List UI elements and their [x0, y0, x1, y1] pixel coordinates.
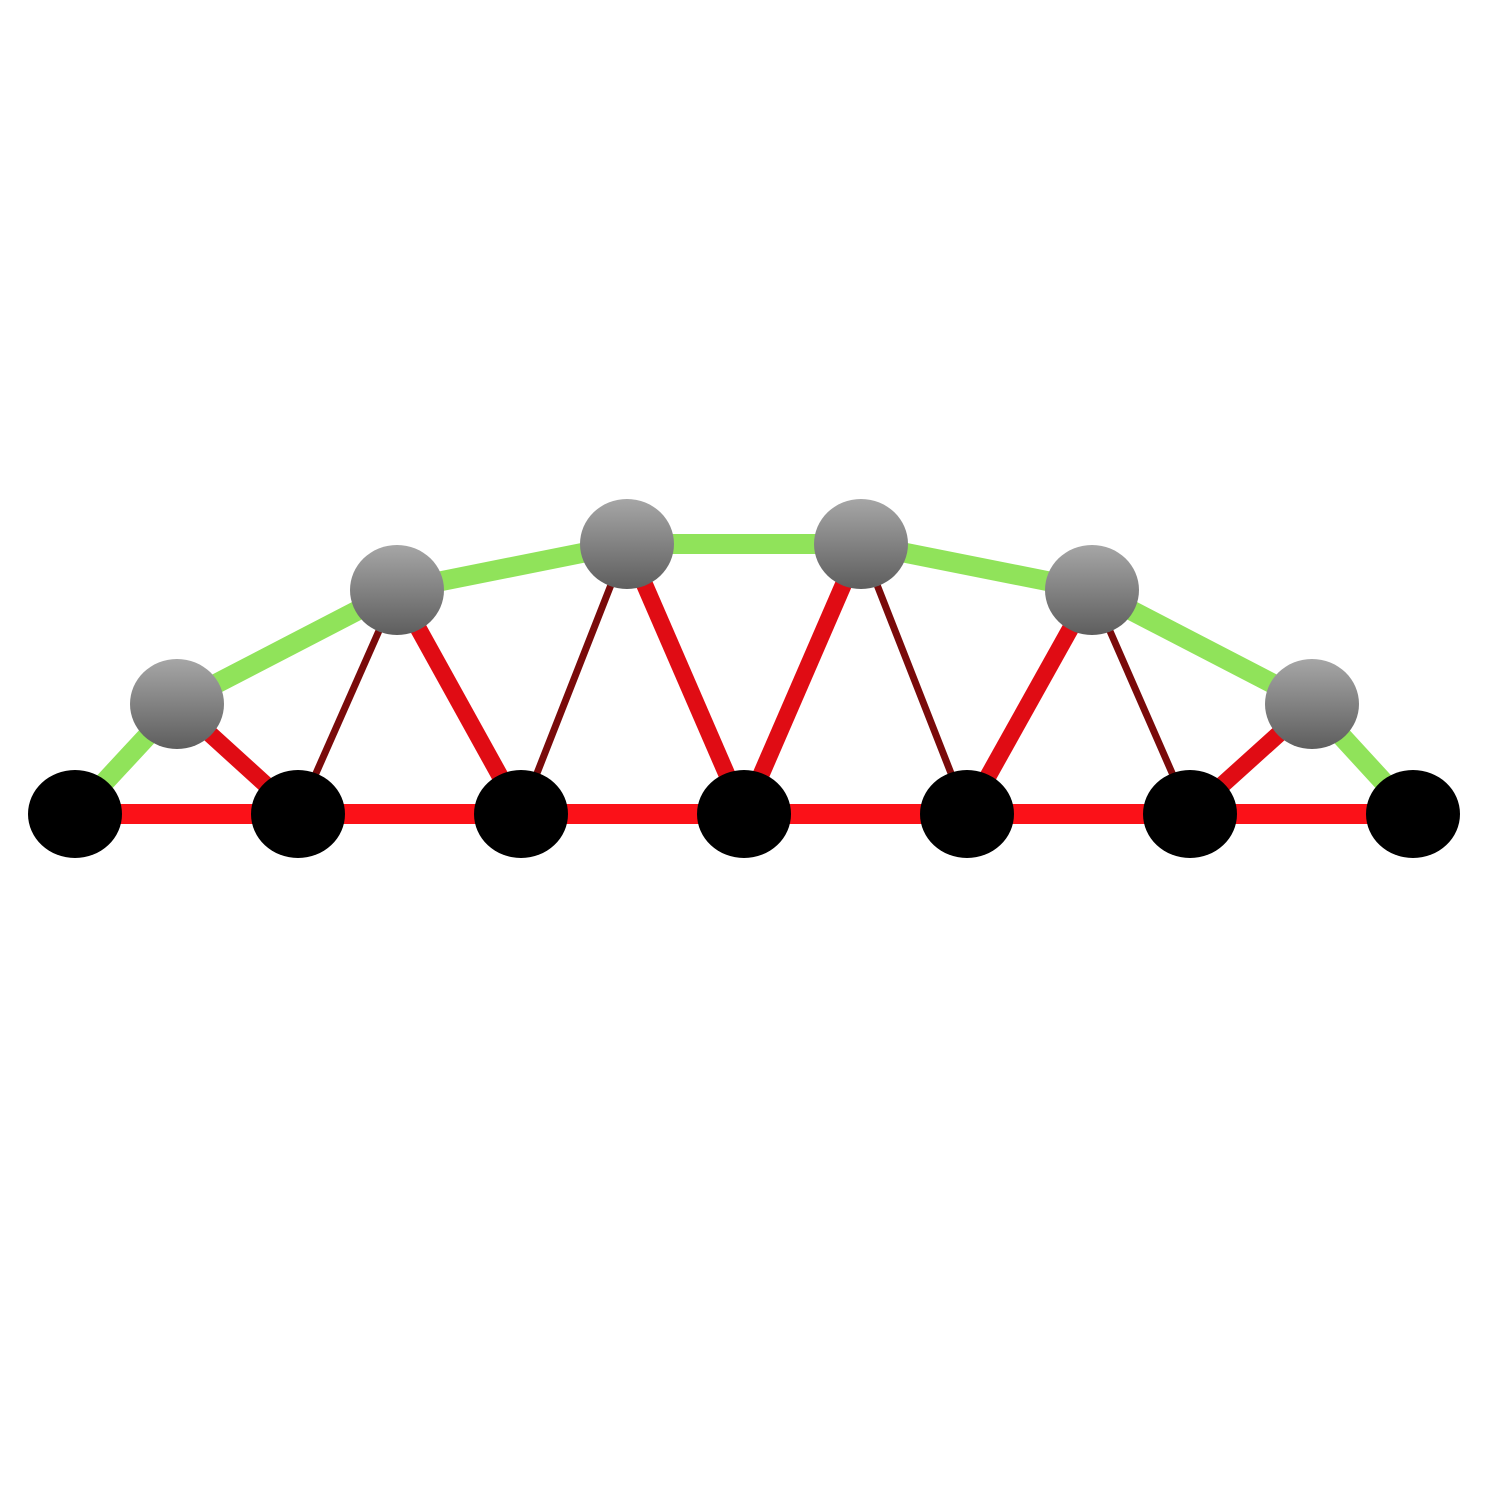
bottom-node-B6: [1366, 770, 1460, 858]
top-node-T5: [1265, 659, 1359, 749]
bottom-node-B1: [251, 770, 345, 858]
member-T3-B4: [857, 542, 971, 816]
member-B2-T2: [517, 542, 631, 816]
top-node-T2: [580, 499, 674, 589]
bottom-node-B5: [1143, 770, 1237, 858]
top-node-T0: [130, 659, 224, 749]
bottom-node-B4: [920, 770, 1014, 858]
bottom-node-B0: [28, 770, 122, 858]
member-T2-B3: [619, 540, 752, 818]
top-node-T1: [350, 545, 444, 635]
bottom-node-B2: [474, 770, 568, 858]
member-B3-T3: [736, 540, 869, 818]
nodes-layer: [28, 499, 1460, 858]
top-node-T3: [814, 499, 908, 589]
bottom-node-B3: [697, 770, 791, 858]
top-node-T4: [1045, 545, 1139, 635]
